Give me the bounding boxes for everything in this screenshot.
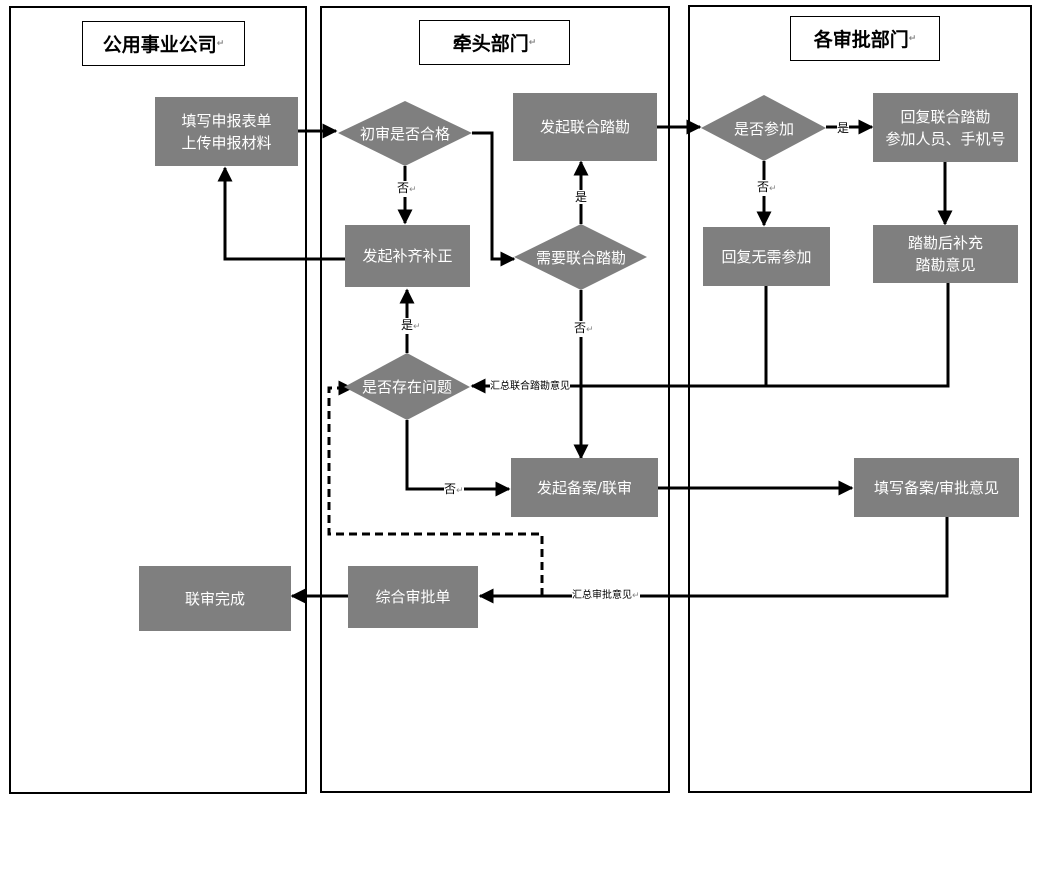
diamond-need-joint-survey-label: 需要联合踏勘: [535, 248, 626, 267]
node-reply-no-need: 回复无需参加: [703, 227, 830, 286]
diamond-participate: [701, 95, 826, 161]
edge-label-need-survey-no: 否↵: [574, 321, 594, 337]
edge-label-has-problem-no: 否↵: [444, 482, 464, 498]
lane-company: [9, 6, 307, 794]
edge-label-participate-no: 否↵: [757, 180, 777, 196]
lane-title-approval: 各审批部门↵: [790, 16, 940, 61]
node-fill-filing-opinion: 填写备案/审批意见: [854, 458, 1019, 517]
diamond-has-problem: [344, 353, 470, 420]
edge-label-summary-approval: 汇总审批意见↵: [572, 589, 640, 603]
node-review-complete: 联审完成: [139, 566, 291, 631]
lane-approval-departments: [688, 5, 1032, 793]
edge-label-summary-survey: 汇总联合踏勘意见: [490, 380, 570, 394]
lane-lead-department: [320, 6, 670, 793]
edge-label-need-survey-yes: 是: [575, 190, 588, 204]
node-fill-form: 填写申报表单 上传申报材料: [155, 97, 298, 166]
diamond-initial-review: [338, 101, 472, 166]
node-supplement-opinion: 踏勘后补充 踏勘意见: [873, 225, 1018, 283]
lane-title-lead: 牵头部门↵: [419, 20, 570, 65]
edge-label-initial-review-no: 否↵: [397, 181, 417, 197]
node-start-filing: 发起备案/联审: [511, 458, 658, 517]
node-comprehensive-approval: 综合审批单: [348, 566, 478, 628]
node-start-supplement: 发起补齐补正: [345, 225, 470, 287]
node-reply-participants: 回复联合踏勘 参加人员、手机号: [873, 93, 1018, 162]
diamond-initial-review-label: 初审是否合格: [359, 124, 450, 143]
lane-title-company: 公用事业公司↵: [82, 21, 245, 66]
diamond-participate-label: 是否参加: [733, 119, 794, 138]
edge-label-participate-yes: 是: [837, 121, 850, 135]
node-launch-joint-survey: 发起联合踏勘: [513, 93, 657, 161]
diamond-need-joint-survey: [514, 224, 647, 290]
diamond-has-problem-label: 是否存在问题: [361, 377, 452, 396]
edge-label-has-problem-yes: 是↵: [401, 318, 421, 334]
